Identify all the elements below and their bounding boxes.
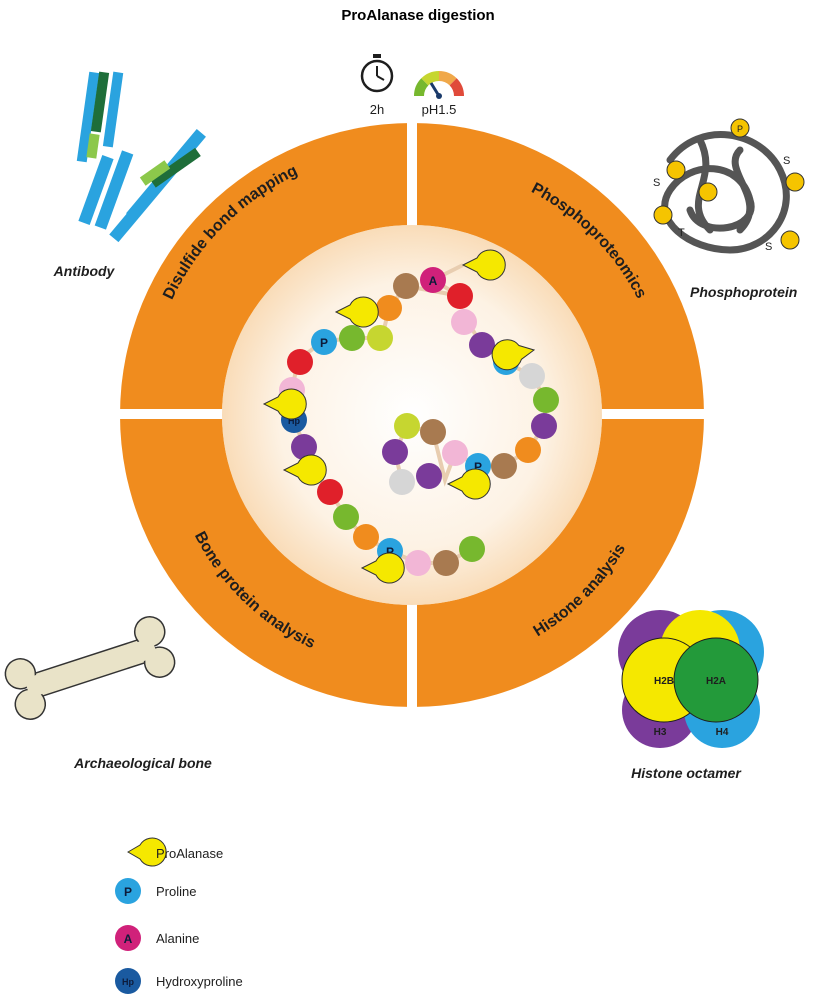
peptide-residue <box>339 325 365 351</box>
octamer-label-h2b: H2B <box>654 676 674 687</box>
proalanase-icon <box>127 837 167 867</box>
proalanase-enzyme <box>262 249 536 584</box>
svg-text:Alanine: Alanine <box>156 931 199 946</box>
timer-icon <box>360 54 394 93</box>
peptide-residue <box>367 325 393 351</box>
svg-text:Hp: Hp <box>288 416 300 426</box>
alanine-residue <box>420 267 446 293</box>
bone-caption: Archaeological bone <box>73 755 212 771</box>
octamer-label-h4: H4 <box>716 727 729 738</box>
phospho-site-label: T <box>678 227 685 239</box>
peptide-residue <box>519 363 545 389</box>
histone-octamer-illustration: H2B H2A H3 H4 <box>618 610 764 748</box>
phosphoprotein-illustration: P T S S S <box>653 118 805 254</box>
peptide-residue <box>420 419 446 445</box>
legend-item-proline: P Proline <box>115 878 196 904</box>
peptide-residue <box>447 283 473 309</box>
legend: ProAlanase P Proline A Alanine Hp Hydrox… <box>115 837 243 994</box>
bone-illustration <box>4 616 176 720</box>
phospho-site-label: S <box>653 177 660 189</box>
phosphoprotein-caption: Phosphoprotein <box>690 284 797 300</box>
legend-item-alanine: A Alanine <box>115 925 199 951</box>
peptide-residue <box>459 536 485 562</box>
hydroxyproline-icon <box>115 968 141 994</box>
peptide-chain: A P P P Hp A P <box>262 249 559 584</box>
svg-text:A: A <box>124 932 133 946</box>
alanine-icon <box>115 925 141 951</box>
peptide-residue <box>405 550 431 576</box>
peptide-residue <box>333 504 359 530</box>
peptide-residue <box>393 273 419 299</box>
svg-text:Hp: Hp <box>122 977 134 987</box>
peptide-residue <box>531 413 557 439</box>
peptide-residue <box>416 463 442 489</box>
peptide-residue <box>433 550 459 576</box>
svg-text:P: P <box>386 545 394 559</box>
peptide-residue <box>389 469 415 495</box>
svg-text:P: P <box>474 460 482 474</box>
svg-text:Proline: Proline <box>156 884 196 899</box>
peptide-residue <box>394 413 420 439</box>
antibody-caption: Antibody <box>53 263 116 279</box>
svg-text:Hydroxyproline: Hydroxyproline <box>156 974 243 989</box>
legend-item-proalanase: ProAlanase <box>127 837 223 867</box>
legend-item-hydroxyproline: Hp Hydroxyproline <box>115 968 243 994</box>
proline-icon <box>115 878 141 904</box>
ph-gauge-icon <box>413 70 465 99</box>
ph-label: pH1.5 <box>422 102 457 117</box>
peptide-residue <box>291 434 317 460</box>
time-label: 2h <box>370 102 384 117</box>
peptide-residue <box>491 453 517 479</box>
peptide-residue <box>469 332 495 358</box>
svg-text:P: P <box>124 885 132 899</box>
octamer-label-h3: H3 <box>654 727 667 738</box>
peptide-residue <box>382 439 408 465</box>
figure-title: ProAlanase digestion <box>341 7 494 24</box>
phospho-site-label: S <box>783 155 790 167</box>
svg-text:ProAlanase: ProAlanase <box>156 846 223 861</box>
phospho-site-label: P <box>737 124 743 134</box>
peptide-residue <box>287 349 313 375</box>
svg-text:P: P <box>320 336 328 350</box>
peptide-residue <box>376 295 402 321</box>
phospho-site-label: S <box>765 241 772 253</box>
peptide-residue <box>533 387 559 413</box>
peptide-residue <box>451 309 477 335</box>
peptide-residue <box>353 524 379 550</box>
antibody-illustration <box>76 71 206 243</box>
histone-caption: Histone octamer <box>631 765 742 781</box>
peptide-residue <box>317 479 343 505</box>
octamer-label-h2a: H2A <box>706 676 726 687</box>
peptide-residue <box>515 437 541 463</box>
peptide-residue <box>442 440 468 466</box>
proline-residue <box>311 329 337 355</box>
svg-text:A: A <box>429 274 438 288</box>
